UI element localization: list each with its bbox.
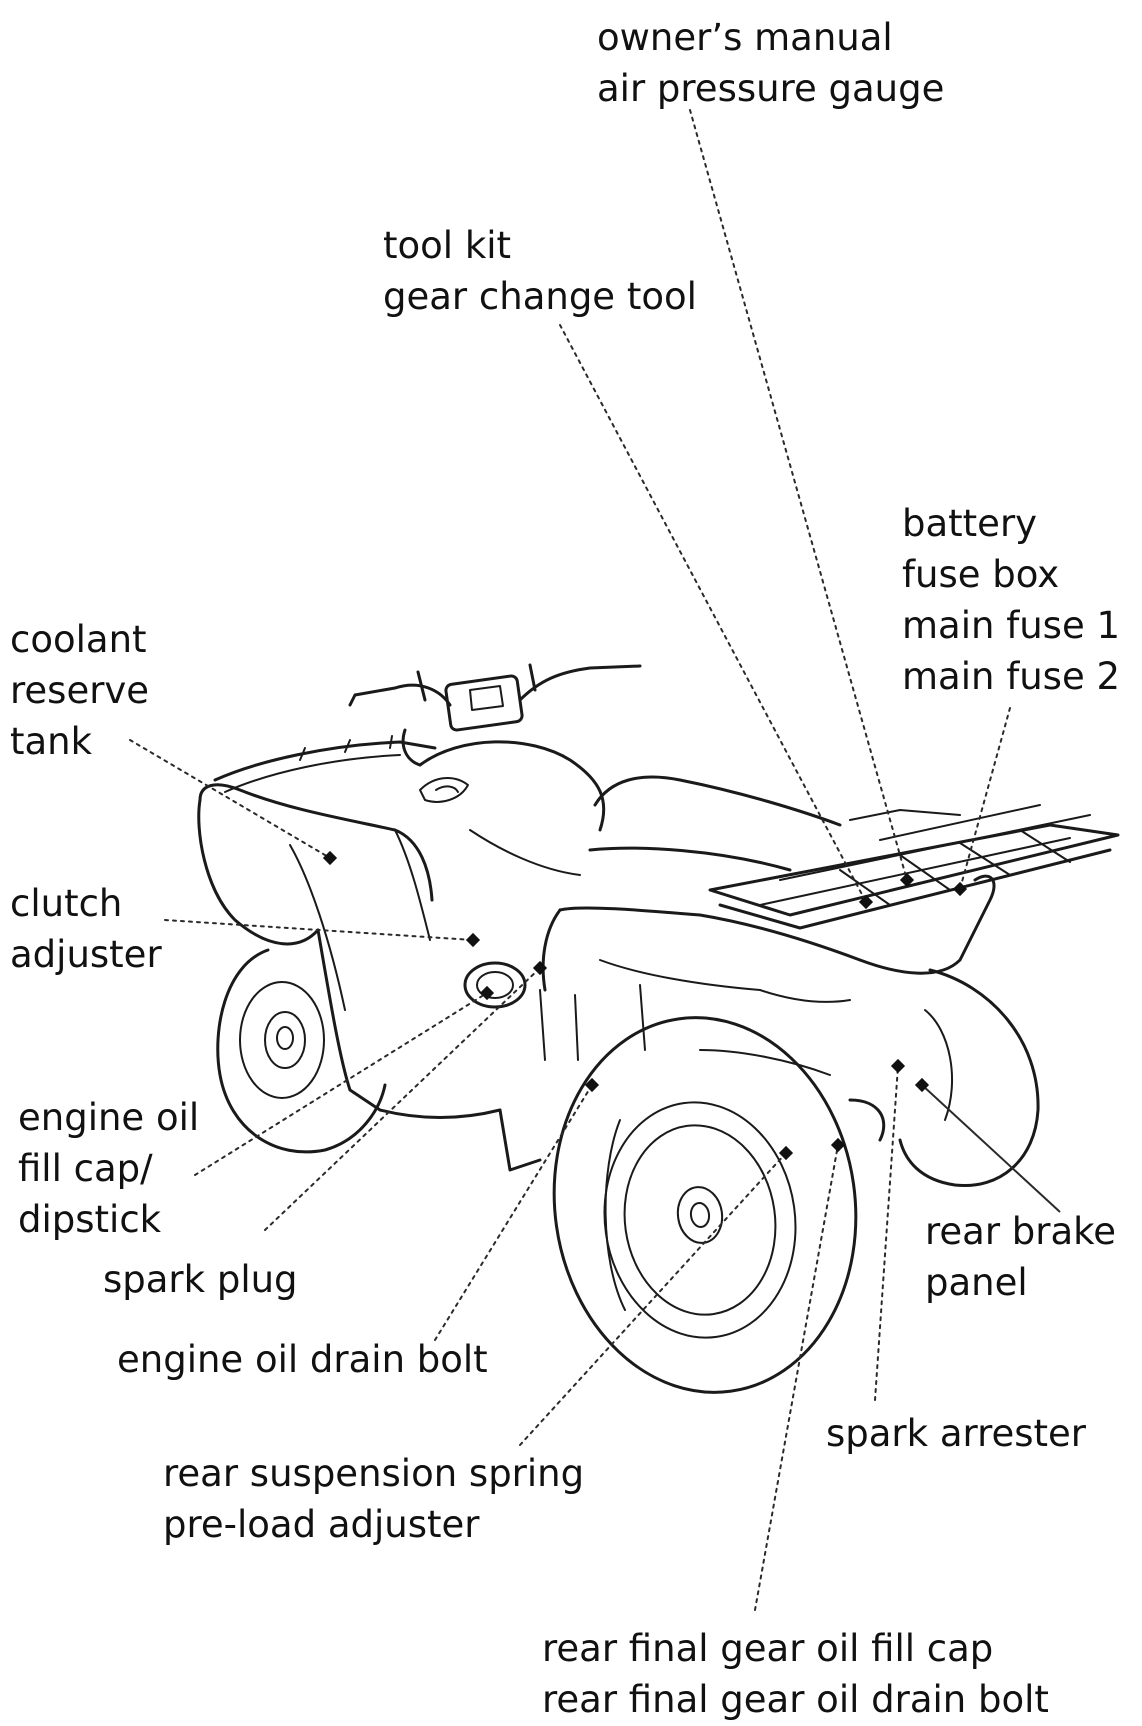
marker-engine-oil-drain — [584, 1077, 600, 1093]
leader-coolant — [129, 739, 331, 859]
label-rear-final-gear-oil: rear final gear oil fill cap rear final … — [542, 1627, 1049, 1721]
leader-rear-final-gear — [754, 1144, 839, 1611]
label-clutch-adjuster: clutch adjuster — [10, 882, 162, 976]
label-spark-arrester: spark arrester — [826, 1412, 1086, 1455]
rear-left-wheel — [552, 1016, 858, 1394]
marker-engine-oil-fill — [479, 985, 495, 1001]
rear-rack — [708, 804, 1120, 930]
leader-engine-oil-drain — [434, 1084, 593, 1341]
marker-spark-plug — [532, 960, 548, 976]
label-engine-oil-fill-cap: engine oil fill cap/ dipstick — [18, 1096, 200, 1241]
leader-battery — [959, 707, 1011, 890]
marker-rear-suspension — [778, 1145, 794, 1161]
leader-spark-plug — [264, 967, 541, 1231]
rear-right-wheel — [898, 968, 1040, 1188]
leader-owners-manual — [689, 109, 908, 881]
label-tool-kit: tool kit gear change tool — [383, 224, 697, 318]
leader-tool-kit — [559, 324, 867, 903]
front-rack — [213, 735, 437, 793]
location-markers — [322, 850, 968, 1161]
marker-rear-brake — [914, 1077, 930, 1093]
marker-coolant — [322, 850, 338, 866]
label-owners-manual: owner’s manual air pressure gauge — [597, 16, 945, 110]
label-engine-oil-drain-bolt: engine oil drain bolt — [117, 1338, 488, 1381]
rear-fender — [541, 874, 996, 1003]
marker-clutch — [465, 932, 481, 948]
handlebar — [348, 663, 642, 767]
marker-rear-final-gear — [830, 1137, 846, 1153]
leader-spark-arrester — [874, 1065, 899, 1401]
front-fender — [197, 783, 502, 1119]
marker-tool-kit — [858, 894, 874, 910]
leader-rear-brake — [921, 1084, 1061, 1213]
marker-owners-manual — [899, 872, 915, 888]
label-spark-plug: spark plug — [103, 1258, 298, 1301]
fuel-tank-and-seat — [418, 740, 842, 876]
marker-battery — [952, 881, 968, 897]
front-left-wheel — [216, 948, 387, 1154]
label-battery: battery fuse box main fuse 1 main fuse 2 — [902, 502, 1121, 698]
leader-engine-oil-fill — [194, 992, 488, 1176]
label-coolant-reserve-tank: coolant reserve tank — [10, 618, 150, 763]
leader-rear-suspension — [519, 1152, 787, 1446]
engine-and-frame — [463, 961, 886, 1172]
leader-lines — [129, 109, 1061, 1611]
leader-clutch — [164, 919, 474, 941]
label-rear-brake-panel: rear brake panel — [925, 1210, 1117, 1304]
label-rear-suspension-spring: rear suspension spring pre-load adjuster — [163, 1452, 585, 1546]
marker-spark-arrester — [890, 1058, 906, 1074]
